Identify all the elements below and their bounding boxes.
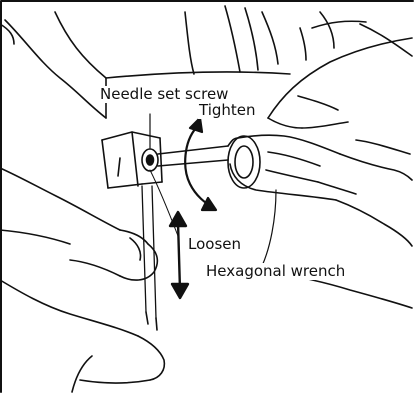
frame [1,1,413,392]
hexagonal-wrench-label: Hexagonal wrench [205,263,346,280]
tighten-label: Tighten [198,102,257,119]
left-hand [0,168,164,392]
loosen-label: Loosen [187,236,242,253]
loosen-leader [150,170,178,236]
needle-set-screw [142,114,158,171]
up-down-arrow [170,212,188,298]
needles [142,186,157,330]
right-hand [268,38,412,246]
